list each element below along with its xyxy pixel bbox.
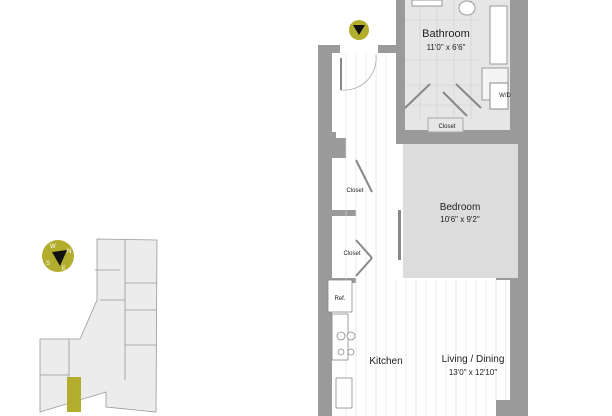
- closet-upper-label: Closet: [346, 188, 363, 194]
- compass-s: S: [46, 261, 50, 267]
- closet-bath-label: Closet: [438, 124, 455, 130]
- bedroom-dims: 10'6" x 9'2": [440, 215, 480, 224]
- bathroom-label: Bathroom: [422, 28, 470, 40]
- living-label: Living / Dining: [442, 354, 505, 365]
- kitchen-appliances: [327, 279, 356, 409]
- bathroom-floor: [404, 0, 510, 133]
- bathroom-dims: 11'0" x 6'6": [427, 43, 466, 52]
- entry-marker: [349, 20, 369, 40]
- kitchen-label: Kitchen: [369, 356, 402, 367]
- refrigerator-label: Ref.: [334, 296, 345, 302]
- key-plan: [39, 238, 158, 413]
- closets: [355, 159, 373, 277]
- washer-dryer-label: W/D: [499, 93, 511, 99]
- wood-floor: [336, 53, 507, 416]
- compass-e: E: [62, 266, 66, 272]
- compass-n: N: [67, 249, 71, 255]
- compass-w: W: [50, 244, 56, 250]
- closet-lower-label: Closet: [343, 251, 360, 257]
- living-dims: 13'0" x 12'10": [449, 368, 497, 377]
- unit-highlight: [67, 377, 81, 412]
- compass: W N S E: [42, 240, 74, 272]
- bedroom-floor: [403, 144, 518, 278]
- bedroom-label: Bedroom: [440, 202, 481, 213]
